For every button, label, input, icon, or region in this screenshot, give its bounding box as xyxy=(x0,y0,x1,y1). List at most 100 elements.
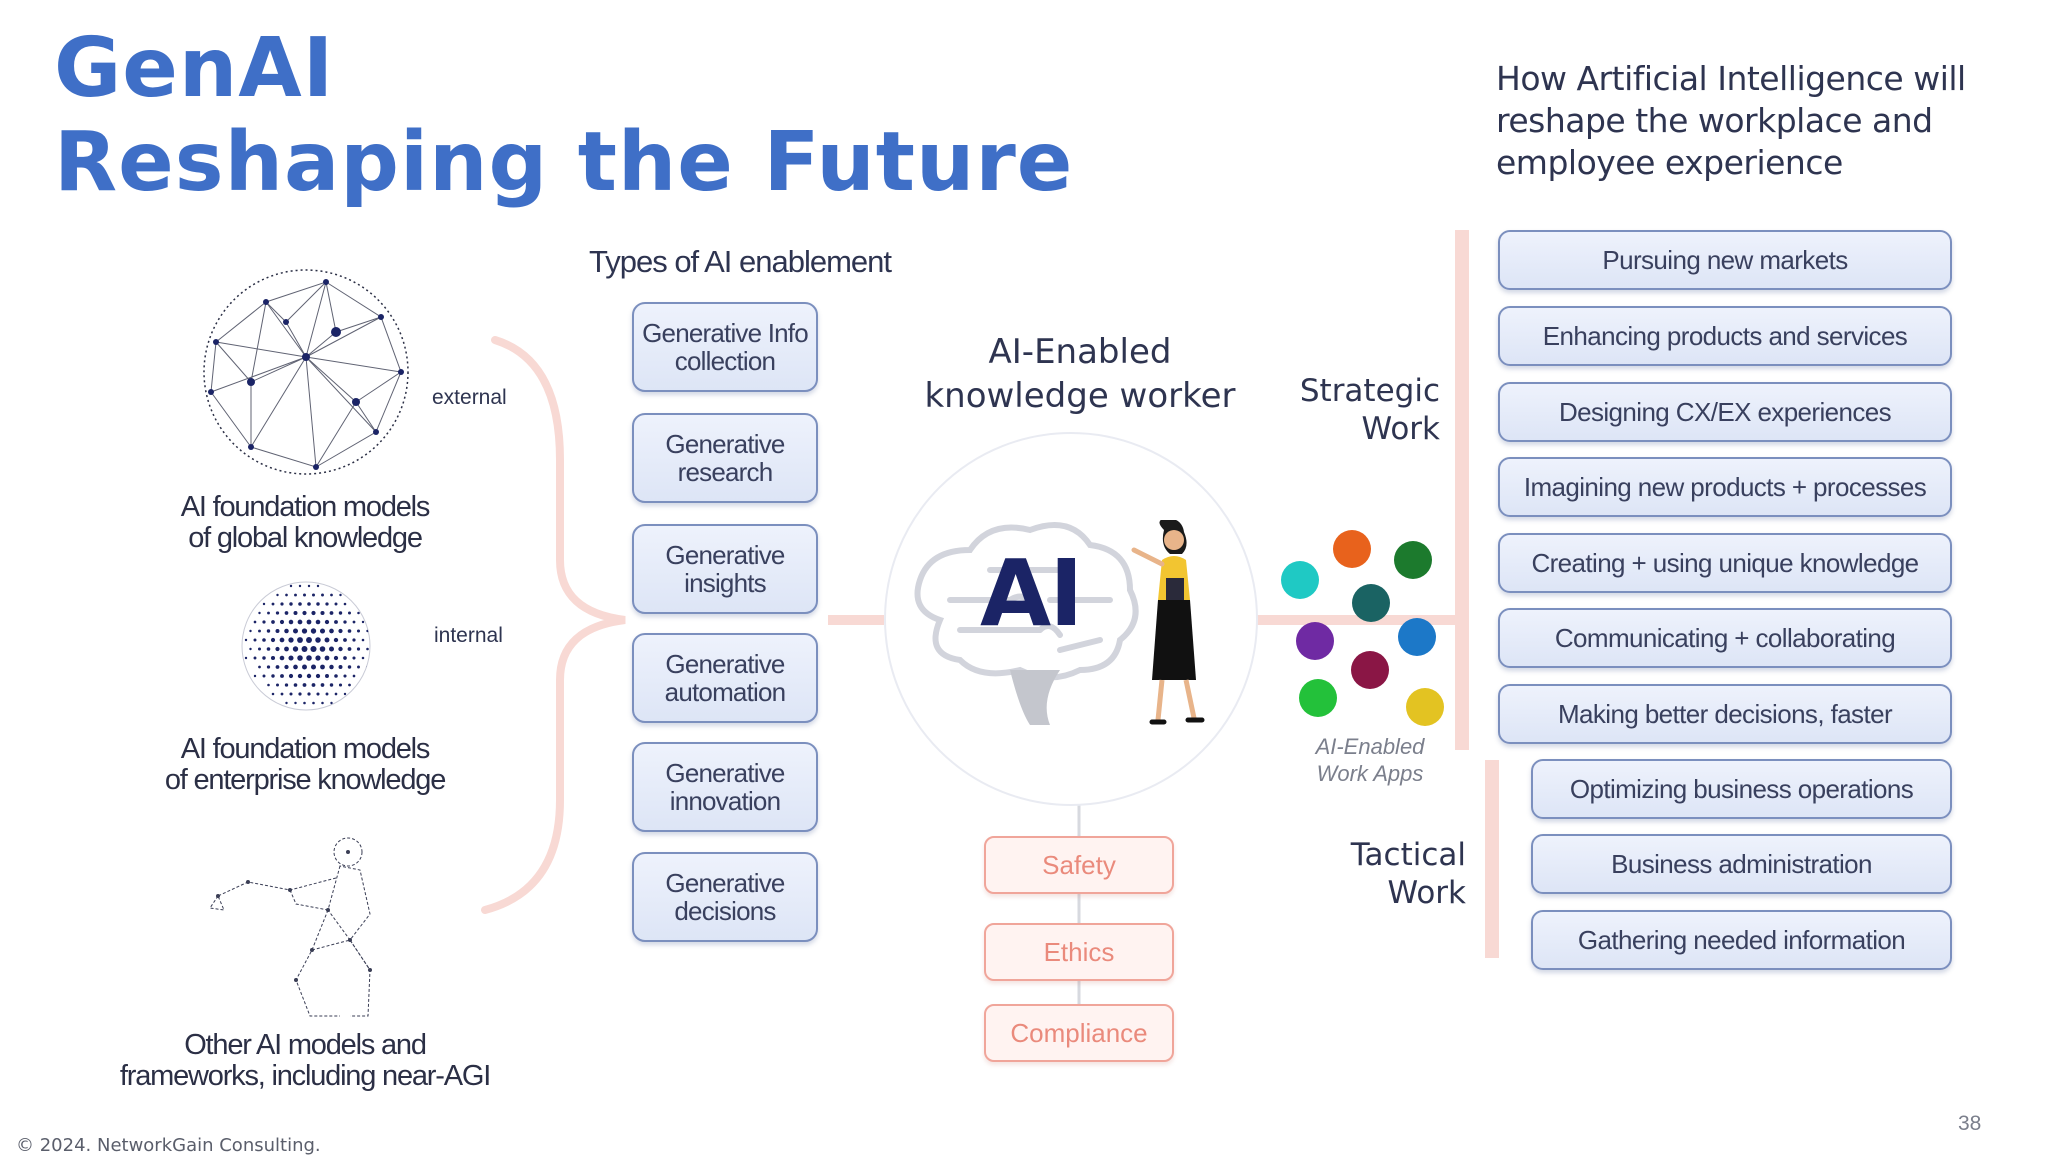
title-line-2: Reshaping the Future xyxy=(54,115,1074,210)
source-label-enterprise: AI foundation models of enterprise knowl… xyxy=(130,734,480,796)
wireframe-figure-icon xyxy=(209,837,372,1017)
source-label-global-line1: AI foundation models xyxy=(180,491,431,523)
sphere-dot xyxy=(294,593,297,597)
sphere-dot xyxy=(262,620,266,624)
sphere-dot xyxy=(312,593,315,597)
sphere-dot xyxy=(284,664,289,670)
app-dot-green xyxy=(1299,679,1337,717)
sphere-dot xyxy=(352,620,356,624)
source-label-enterprise-line1: AI foundation models xyxy=(180,733,431,765)
sphere-dot xyxy=(315,673,321,679)
sphere-dot xyxy=(366,647,369,651)
sphere-dot xyxy=(316,602,320,606)
sphere-dot xyxy=(306,637,312,643)
sphere-dot xyxy=(244,638,248,642)
dotted-sphere-icon xyxy=(241,581,371,711)
sphere-dot xyxy=(343,620,347,624)
sphere-dot xyxy=(361,638,365,642)
sphere-dot xyxy=(315,637,321,643)
sphere-dot xyxy=(324,637,330,643)
title-line-1: GenAI xyxy=(54,21,335,116)
sphere-dot xyxy=(320,610,325,616)
sphere-dot xyxy=(324,655,330,661)
sphere-dot xyxy=(347,629,352,633)
sphere-dot xyxy=(288,619,294,625)
sphere-dot xyxy=(271,620,275,624)
sphere-dot xyxy=(253,620,257,624)
sphere-dot xyxy=(329,683,334,687)
sphere-dot xyxy=(343,656,347,660)
sphere-dot xyxy=(347,665,352,669)
sphere-dot xyxy=(356,647,361,651)
sphere-dot xyxy=(325,674,329,678)
sphere-dot xyxy=(319,628,326,634)
sphere-dot xyxy=(302,610,307,616)
sphere-dot xyxy=(258,611,261,615)
app-dot-green-dark xyxy=(1394,541,1432,579)
sphere-dot xyxy=(289,584,293,588)
sphere-dot xyxy=(275,646,280,652)
sphere-dot xyxy=(325,602,329,606)
sphere-dot xyxy=(316,692,320,696)
external-tag: external xyxy=(432,386,507,409)
strategic-item: Enhancing products and services xyxy=(1498,306,1952,366)
strategic-work-label-line2: Work xyxy=(1361,411,1441,447)
app-dot-purple xyxy=(1296,622,1334,660)
sphere-dot xyxy=(267,683,270,687)
source-label-other: Other AI models and frameworks, includin… xyxy=(110,1030,500,1092)
sphere-dot xyxy=(303,593,306,597)
sphere-dot xyxy=(275,629,280,633)
sphere-dot xyxy=(320,683,325,687)
tactical-item: Gathering needed information xyxy=(1531,910,1952,970)
sphere-dot xyxy=(293,683,298,687)
strategic-item: Making better decisions, faster xyxy=(1498,684,1952,744)
type-line2: research xyxy=(677,457,774,487)
sphere-dot xyxy=(306,673,312,679)
sphere-dot xyxy=(293,664,298,670)
app-dot-yellow xyxy=(1406,688,1444,726)
woman-presenter-icon xyxy=(1131,520,1205,725)
sphere-dot xyxy=(306,619,312,625)
sphere-dot xyxy=(334,602,338,606)
sphere-dot xyxy=(321,593,324,597)
sphere-dot xyxy=(357,611,360,615)
sphere-dot xyxy=(297,655,303,661)
sphere-dot xyxy=(285,701,288,705)
type-line2: collection xyxy=(674,346,776,376)
sphere-dot xyxy=(339,593,342,597)
sphere-dot xyxy=(279,619,285,625)
sphere-dot xyxy=(289,692,293,696)
knowledge-worker-heading-line2: knowledge worker xyxy=(924,376,1236,416)
sphere-dot xyxy=(262,602,266,606)
sphere-dot xyxy=(275,611,280,615)
sphere-dot xyxy=(288,655,294,661)
sphere-dot xyxy=(310,645,317,653)
sphere-dot xyxy=(297,637,303,643)
wireframe-globe-icon xyxy=(203,269,409,475)
governance-ethics: Ethics xyxy=(984,923,1174,981)
strategic-item: Communicating + collaborating xyxy=(1498,608,1952,668)
sphere-dot xyxy=(258,647,261,651)
sphere-dot xyxy=(315,655,321,661)
sphere-dot xyxy=(292,646,299,652)
type-line2: innovation xyxy=(669,786,781,816)
sphere-dot xyxy=(319,646,326,652)
sphere-dot xyxy=(293,611,298,615)
sphere-dot xyxy=(334,692,338,696)
strategic-item: Imagining new products + processes xyxy=(1498,457,1952,517)
sphere-dot xyxy=(333,637,339,643)
sphere-dot xyxy=(338,646,343,652)
subtitle: How Artificial Intelligence will reshape… xyxy=(1496,59,1966,182)
sphere-dot xyxy=(293,628,298,634)
sphere-dot xyxy=(334,620,338,624)
sphere-dot xyxy=(307,692,311,696)
sphere-dot xyxy=(307,584,311,588)
sphere-dot xyxy=(330,701,333,705)
type-line1: Generative Info xyxy=(642,318,809,348)
internal-tag: internal xyxy=(434,624,503,647)
sphere-dot xyxy=(311,683,316,687)
